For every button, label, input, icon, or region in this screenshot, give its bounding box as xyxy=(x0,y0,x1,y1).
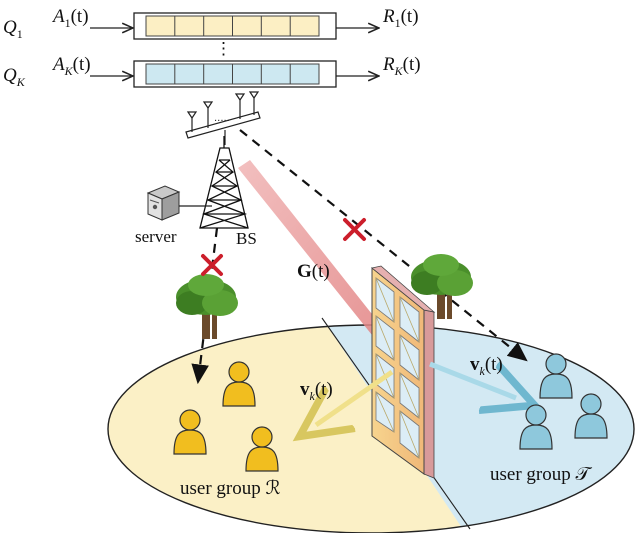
tree-left-icon xyxy=(176,274,238,339)
queue-ellipsis: ⋮ xyxy=(215,39,232,58)
antenna-array-icon: ····· xyxy=(185,91,261,145)
user-group-r-label: user group ℛ xyxy=(180,478,281,499)
blocked-link-to-group-r xyxy=(191,227,219,385)
base-station-label: BS xyxy=(236,229,257,248)
queue-k-label: QK xyxy=(3,65,25,89)
base-station-tower-icon xyxy=(199,136,249,229)
transmitted-beam-label: vk(t) xyxy=(470,354,503,378)
service-k-label: RK(t) xyxy=(383,54,421,78)
blocked-mark-left-icon xyxy=(201,254,223,276)
channel-label: G(t) xyxy=(297,261,330,282)
reflected-beam xyxy=(316,369,394,425)
server-icon xyxy=(146,185,212,221)
star-ris-panel xyxy=(371,265,436,479)
blocked-mark-right-icon xyxy=(343,218,366,241)
server-label: server xyxy=(135,227,177,246)
transmitted-beam xyxy=(429,364,516,398)
arrival-k-label: AK(t) xyxy=(53,54,91,78)
blocked-link-to-group-t xyxy=(239,129,528,362)
user-group-t-label: user group 𝒯 xyxy=(490,464,591,485)
svg-text:·····: ····· xyxy=(214,116,230,127)
service-1-label: R1(t) xyxy=(383,6,419,30)
queue-1 xyxy=(90,12,379,40)
reflected-beam-label: vk(t) xyxy=(300,379,333,403)
channel-beam xyxy=(238,160,402,360)
queue-1-label: Q1 xyxy=(3,17,23,41)
arrival-1-label: A1(t) xyxy=(53,6,89,30)
queue-k xyxy=(90,60,379,88)
